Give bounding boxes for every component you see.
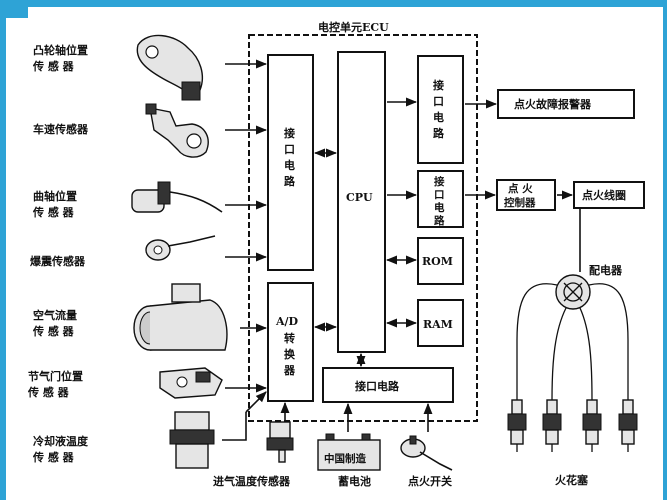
ad-converter-label-2: 转 (284, 331, 295, 345)
sensor-coolant-label-1: 冷却液温度 (33, 434, 89, 448)
ad-converter-label-4: 器 (283, 364, 296, 377)
ecu-title: 电控单元ECU (318, 20, 389, 34)
ignition-switch-label: 点火开关 (408, 474, 452, 488)
output-interface-2-label-1: 接 (434, 175, 445, 188)
spark-plug-4-icon (618, 399, 638, 452)
sensor-speed-label: 车速传感器 (33, 122, 89, 136)
cpu-block (337, 51, 386, 353)
lead-plug-3 (579, 307, 593, 401)
sensor-airflow-label-2: 传 感 器 (32, 324, 75, 338)
sensor-crankshaft-label-1: 曲轴位置 (33, 189, 77, 203)
output-interface-2-label-2: 口 (434, 189, 445, 201)
output-interface-1-label-3: 电 (433, 110, 444, 124)
slide-frame-corner (0, 0, 28, 18)
sensor-knock-label: 爆震传感器 (30, 254, 86, 268)
igniter-label-1: 点 火 (508, 182, 533, 195)
speed-sensor-icon (145, 103, 209, 158)
ram-label: RAM (423, 318, 453, 331)
knock-sensor-icon (145, 235, 216, 261)
throttle-sensor-icon (159, 367, 223, 399)
rom-block (417, 237, 464, 285)
ram-block (417, 299, 464, 347)
output-interface-1-label-1: 接 (433, 78, 444, 92)
cpu-label: CPU (346, 191, 373, 204)
crankshaft-sensor-icon (131, 181, 223, 213)
output-interface-2-label-4: 路 (434, 214, 445, 227)
coil-label: 点火线圈 (582, 188, 626, 202)
battery-plate-label: 中国制造 (324, 452, 366, 465)
spark-plug-1-icon (507, 399, 527, 452)
igniter-block (496, 179, 556, 211)
battery-label: 蓄电池 (338, 474, 371, 488)
sensor-crankshaft-label-2: 传 感 器 (32, 205, 75, 219)
slide-frame-right (663, 0, 667, 500)
lead-plug-1 (516, 283, 558, 400)
intake-temp-sensor-icon (266, 421, 294, 463)
output-interface-2-label-3: 电 (434, 201, 445, 214)
distributor-label: 配电器 (589, 263, 623, 277)
ad-converter-label-3: 换 (284, 347, 296, 361)
slide-frame-left (0, 0, 6, 500)
coolant-sensor-icon (169, 411, 215, 469)
sensor-throttle-label-2: 传 感 器 (27, 385, 70, 399)
ad-converter-label-1: A/D (275, 315, 299, 328)
sensor-throttle-label-1: 节气门位置 (28, 369, 83, 383)
ecu-boundary (248, 34, 478, 422)
input-interface-label-3: 电 (284, 158, 295, 172)
spark-plugs-label: 火花塞 (555, 473, 589, 487)
camshaft-sensor-icon (136, 34, 204, 101)
input-interface-label-2: 口 (284, 143, 295, 156)
bottom-interface-label: 接口电路 (355, 379, 400, 393)
sensor-airflow-label-1: 空气流量 (33, 308, 77, 322)
input-interface-block (267, 54, 314, 271)
lead-plug-2 (551, 307, 567, 401)
ad-converter-block (267, 282, 314, 402)
output-interface-1-block (417, 55, 464, 164)
spark-plug-3-icon (582, 399, 602, 452)
slide-frame-top (0, 0, 667, 7)
arrow-coolant (245, 391, 267, 413)
rom-label: ROM (422, 255, 453, 268)
fault-alarm-label: 点火故障报警器 (514, 97, 592, 111)
output-interface-1-label-2: 口 (433, 95, 444, 108)
igniter-label-2: 控制器 (504, 196, 536, 209)
sensor-camshaft-label-2: 传 感 器 (32, 59, 75, 73)
spark-plug-2-icon (542, 399, 562, 452)
fault-alarm-block (497, 89, 635, 119)
ignition-switch-icon (400, 435, 453, 471)
coil-block (573, 181, 645, 209)
airflow-sensor-icon (133, 283, 228, 351)
output-interface-2-block (417, 170, 464, 228)
connector-coolant (222, 412, 247, 441)
sensor-coolant-label-2: 传 感 器 (32, 450, 75, 464)
input-interface-label-4: 路 (284, 174, 296, 188)
lead-plug-4 (588, 283, 629, 400)
intake-temp-label: 进气温度传感器 (213, 474, 291, 488)
input-interface-label-1: 接 (284, 126, 295, 140)
battery-icon: 中国制造 (317, 433, 381, 471)
sensor-camshaft-label-1: 凸轮轴位置 (33, 43, 88, 57)
bottom-interface-block (322, 367, 454, 403)
output-interface-1-label-4: 路 (433, 126, 445, 140)
